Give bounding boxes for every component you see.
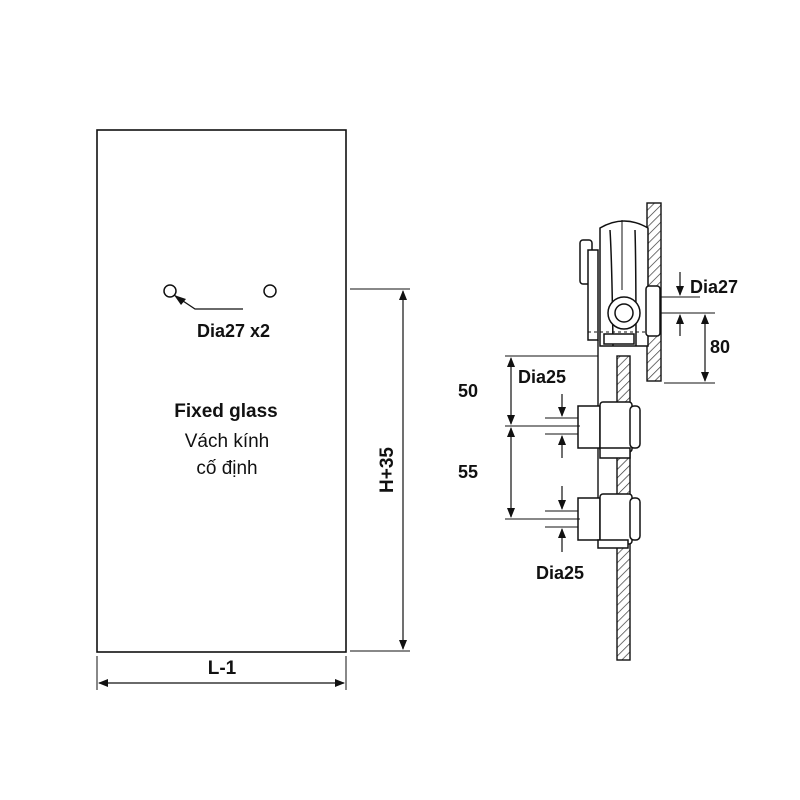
glass-panel-outline	[96, 129, 347, 653]
dim-50-label: 50	[458, 381, 478, 401]
panel-title: Fixed glass	[174, 401, 278, 422]
dia25-lower-callout: Dia25	[536, 486, 584, 583]
height-dimension: H+35	[350, 288, 410, 652]
dim-80: 80	[664, 314, 730, 384]
dim-80-label: 80	[710, 337, 730, 357]
mounting-hole-left	[163, 284, 177, 298]
clamp-lower	[577, 493, 641, 549]
hole-leader-line	[173, 294, 243, 310]
panel-subtitle-line2: cố định	[196, 458, 257, 479]
dim-55-label: 55	[458, 462, 478, 482]
glass-panel-front-view: Dia27 x2 Fixed glass Vách kính cố định	[96, 129, 347, 653]
width-label: L-1	[208, 658, 237, 679]
width-dimension: L-1	[96, 656, 347, 690]
clamp-upper	[577, 401, 641, 459]
roller-assembly	[579, 220, 661, 347]
dia27-label: Dia27	[690, 277, 738, 297]
dia27-callout: Dia27	[660, 272, 738, 336]
mounting-hole-right	[263, 284, 277, 298]
hole-leader-arrow	[174, 295, 186, 305]
dim-chain-left: 50 55	[458, 355, 598, 520]
side-section-view: Dia27 80 50 55 Dia25	[458, 202, 738, 661]
panel-subtitle-line1: Vách kính	[185, 431, 270, 452]
hole-label: Dia27 x2	[197, 321, 270, 341]
dia25-upper-label: Dia25	[518, 367, 566, 387]
dia25-lower-label: Dia25	[536, 563, 584, 583]
height-label: H+35	[377, 447, 398, 493]
dia25-upper-callout: Dia25	[518, 367, 578, 458]
